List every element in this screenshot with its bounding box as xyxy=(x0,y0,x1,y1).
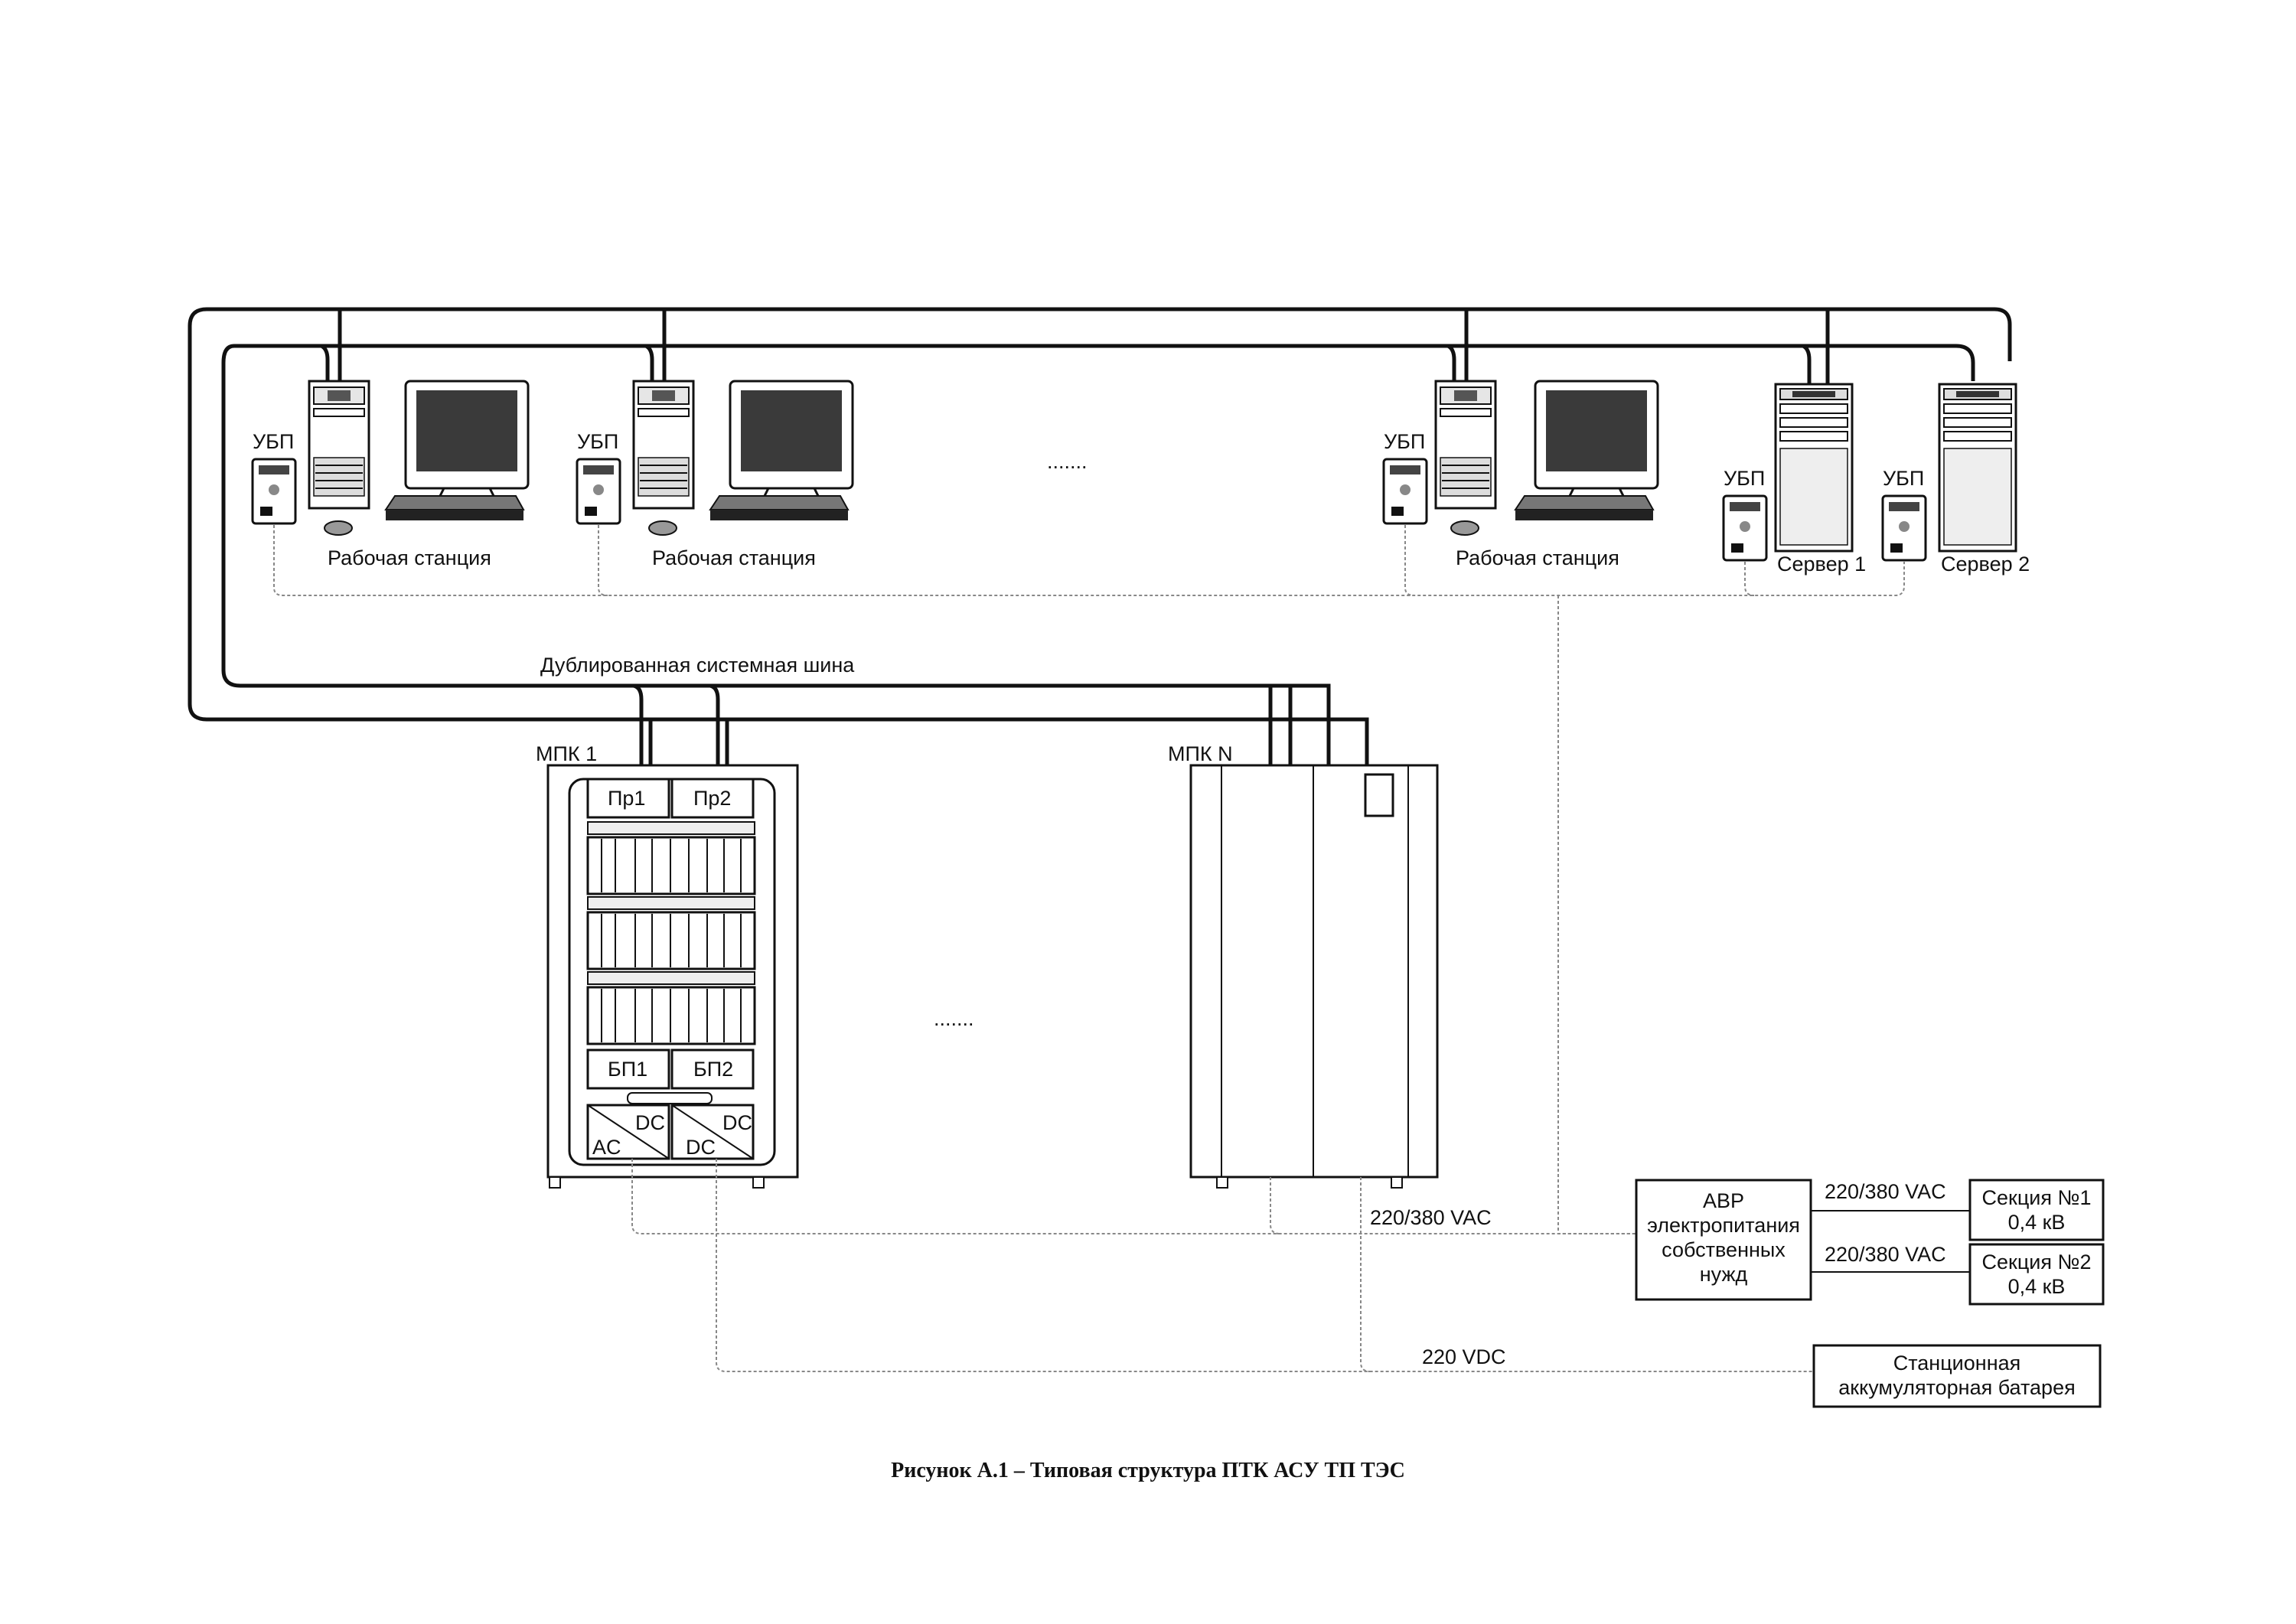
io-module-row-2 xyxy=(586,895,756,970)
workstation-2[interactable]: УБП Рабочая станция xyxy=(576,380,854,569)
battery-line-1: Станционная xyxy=(1893,1352,2021,1375)
converter-dc-label: DC xyxy=(722,1111,752,1134)
io-module-row-1 xyxy=(586,820,756,895)
ups-icon xyxy=(1722,494,1768,562)
ups-icon xyxy=(576,458,621,525)
converter-dc-label: DC xyxy=(635,1111,665,1134)
ellipsis-mid: ....... xyxy=(934,1007,974,1030)
psu-2-module xyxy=(670,1048,755,1090)
server-1[interactable]: УБП Сервер 1 xyxy=(1722,383,1866,576)
keyboard-icon xyxy=(709,495,849,521)
server-label: Сервер 1 xyxy=(1777,553,1866,576)
avr-box xyxy=(1635,1179,1812,1301)
ups-label: УБП xyxy=(1384,430,1425,453)
avr-line-2: электропитания xyxy=(1647,1214,1800,1237)
converter-dc-label: DC xyxy=(686,1136,716,1159)
server-2[interactable]: УБП Сервер 2 xyxy=(1881,383,2030,576)
workstation-3[interactable]: УБП Рабочая станция xyxy=(1382,380,1659,569)
section-1-line-1: Секция №1 xyxy=(1982,1186,2092,1209)
ups-icon xyxy=(1881,494,1927,562)
keyboard-icon xyxy=(385,495,524,521)
cabinet-power-wiring xyxy=(631,1159,1814,1372)
psu-1-label: БП1 xyxy=(608,1058,647,1081)
system-bus-label: Дублированная системная шина xyxy=(540,654,855,677)
monitor-icon xyxy=(729,380,854,514)
ups-power-wiring xyxy=(273,525,1905,1234)
mpk-1-cabinet[interactable]: МПК 1 Пр1 Пр2 БП1 БП2 DC AC DC DC xyxy=(536,742,799,1189)
mpk-n-cabinet[interactable]: МПК N xyxy=(1168,742,1439,1189)
mpk-1-label: МПК 1 xyxy=(536,742,597,765)
avr-line-3: собственных xyxy=(1662,1238,1786,1261)
mpk-n-label: МПК N xyxy=(1168,742,1233,765)
pc-tower-icon xyxy=(1434,380,1497,510)
vac-label-1: 220/380 VAC xyxy=(1825,1180,1946,1203)
pc-tower-icon xyxy=(308,380,370,510)
io-module-row-3 xyxy=(586,970,756,1045)
workstation-1[interactable]: УБП Рабочая станция xyxy=(251,380,530,569)
pc-tower-icon xyxy=(632,380,695,510)
avr-line-1: АВР xyxy=(1703,1189,1744,1212)
monitor-icon xyxy=(1534,380,1659,514)
section-1-box[interactable]: Секция №1 0,4 кВ xyxy=(1968,1179,2105,1241)
cabinet-display xyxy=(1364,773,1394,817)
server-icon xyxy=(1938,383,2017,553)
avr-line-4: нужд xyxy=(1700,1263,1748,1286)
vac-label-2: 220/380 VAC xyxy=(1825,1243,1946,1266)
section-1-line-2: 0,4 кВ xyxy=(2008,1211,2066,1234)
workstation-label: Рабочая станция xyxy=(1456,546,1619,569)
processor-2-module xyxy=(670,778,755,819)
converter-ac-label: AC xyxy=(592,1136,621,1159)
vdc-label: 220 VDC xyxy=(1422,1345,1506,1368)
section-2-box[interactable]: Секция №2 0,4 кВ xyxy=(1968,1243,2105,1306)
section-2-line-2: 0,4 кВ xyxy=(2008,1275,2066,1298)
monitor-icon xyxy=(404,380,530,514)
workstation-label: Рабочая станция xyxy=(328,546,491,569)
workstation-label: Рабочая станция xyxy=(652,546,816,569)
ups-label: УБП xyxy=(577,430,618,453)
ups-icon xyxy=(1382,458,1428,525)
battery-line-2: аккумуляторная батарея xyxy=(1838,1376,2075,1399)
processor-1-module xyxy=(586,778,670,819)
section-2-line-1: Секция №2 xyxy=(1982,1251,2092,1273)
psu-1-module xyxy=(586,1048,670,1090)
server-icon xyxy=(1774,383,1854,553)
mouse-icon xyxy=(648,520,677,536)
figure-caption: Рисунок А.1 – Типовая структура ПТК АСУ … xyxy=(891,1459,1405,1482)
vac-main-label: 220/380 VAC xyxy=(1370,1206,1492,1229)
processor-2-label: Пр2 xyxy=(693,787,731,810)
server-label: Сервер 2 xyxy=(1941,553,2030,576)
system-bus xyxy=(188,307,2012,773)
ups-label: УБП xyxy=(1724,467,1765,490)
station-battery[interactable]: Станционная аккумуляторная батарея xyxy=(1812,1344,2102,1408)
mouse-icon xyxy=(1450,520,1479,536)
mouse-icon xyxy=(324,520,353,536)
avr-power-switch[interactable]: АВР электропитания собственных нужд xyxy=(1635,1179,1812,1301)
ups-label: УБП xyxy=(253,430,294,453)
keyboard-icon xyxy=(1515,495,1654,521)
processor-1-label: Пр1 xyxy=(608,787,645,810)
ellipsis-top: ....... xyxy=(1047,450,1088,473)
ups-label: УБП xyxy=(1883,467,1924,490)
psu-2-label: БП2 xyxy=(693,1058,733,1081)
ups-icon xyxy=(251,458,297,525)
